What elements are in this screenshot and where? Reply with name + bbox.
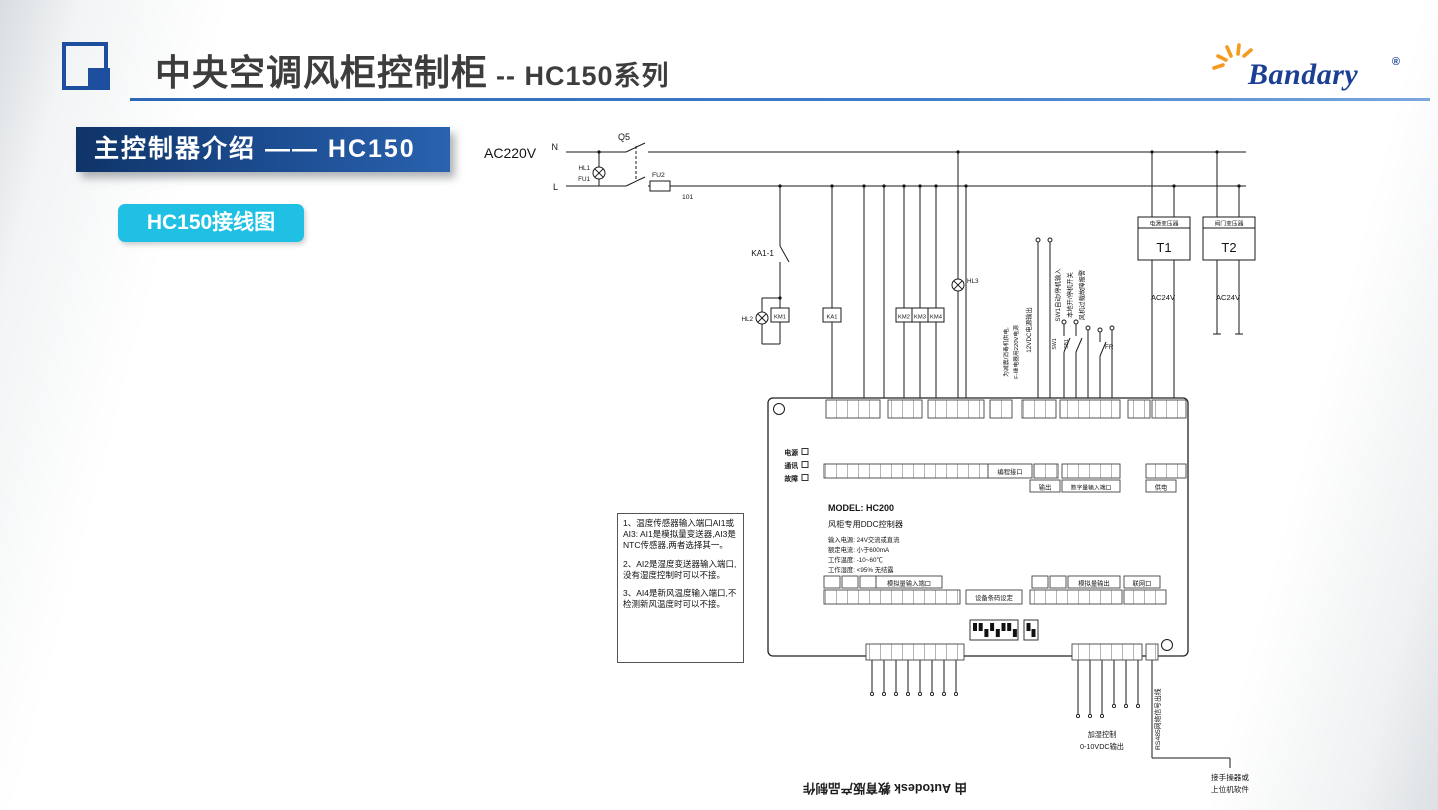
- fuse-fu2: [649, 180, 671, 192]
- hl3-label: HL3: [967, 278, 979, 285]
- logo-registered-mark: ®: [1391, 56, 1400, 68]
- transformer-t2: [1202, 227, 1256, 261]
- local-switch-label: 本地开/停机开关: [1065, 271, 1074, 318]
- humid-label-1: 加湿控制: [1088, 730, 1117, 739]
- header-rule: [130, 98, 1430, 101]
- t1-out-label: AC24V: [1151, 293, 1176, 302]
- t2-label: T2: [1221, 240, 1236, 255]
- t1-name-label: 电源变压器: [1150, 220, 1179, 228]
- coil-km1: [770, 307, 790, 323]
- group-barcode-label: 设备条码设定: [975, 593, 1013, 602]
- group-ai-label: 模拟量输入端口: [887, 579, 931, 588]
- model-label: MODEL: HC200: [828, 503, 894, 513]
- ka1-1-label: KA1-1: [751, 249, 774, 258]
- coil-km4: [927, 307, 945, 323]
- note-line-1: 1、温度传感器输入端口AI1或AI3: AI1是模拟量变送器,AI3是NTC传感…: [623, 518, 736, 551]
- shock-label-2: F-继电器用220V电源: [1012, 325, 1020, 379]
- bottom-labels: 加湿控制 0-10VDC输出 RS485网络信号出线 接手操器或 上位机软件 由…: [803, 688, 1250, 796]
- group-net-label: 联网口: [1133, 579, 1152, 588]
- note-line-2: 2、AI2是湿度变送器输入端口,没有湿度控制时可以不接。: [623, 558, 737, 580]
- led-power-label: 电源: [784, 448, 798, 457]
- logo-text: Bandary: [1248, 58, 1359, 91]
- diagram-labels: AC220V N L Q5 HL1 FU1 FU2 101 KA1-1 HL2 …: [484, 132, 1244, 379]
- brand-logo: Bandary ®: [1212, 43, 1402, 102]
- terminal-strips: [823, 399, 1187, 661]
- section-banner: 主控制器介绍 —— HC150: [76, 127, 450, 172]
- ka1-label: KA1: [827, 315, 838, 321]
- out-12vdc-label: 12VDC电源输出: [1024, 307, 1033, 353]
- wire-101-label: 101: [682, 194, 694, 201]
- sb1-label: SB1: [1064, 339, 1070, 349]
- t2-out-label: AC24V: [1216, 293, 1241, 302]
- q5-label: Q5: [618, 132, 630, 142]
- junction-dots: [597, 150, 1241, 300]
- notes-box: 1、温度传感器输入端口AI1或AI3: AI1是模拟量变送器,AI3是NTC传感…: [617, 513, 744, 663]
- spec-2: 额定电流: 小于600mA: [828, 545, 890, 554]
- km3-label: KM3: [914, 315, 926, 321]
- rs485-label: RS485网络信号出线: [1153, 688, 1162, 750]
- sw1-auto-label: SW1自动/停机输入: [1053, 268, 1062, 322]
- wiring-lines: [566, 142, 1246, 768]
- led-comm-label: 通讯: [784, 461, 798, 470]
- group-di-label: 数字量输入端口: [1071, 484, 1112, 492]
- header-deco-square-fill: [88, 68, 110, 90]
- header-deco-square-outline: [62, 42, 108, 90]
- km4-label: KM4: [930, 315, 943, 321]
- type-label: 风柜专用DDC控制器: [828, 519, 903, 529]
- km2-label: KM2: [898, 315, 910, 321]
- controller-labels: 电源 通讯 故障 编程接口 输出 数字量输入端口 供电 MODEL: HC200…: [784, 448, 1168, 602]
- km1-label: KM1: [774, 315, 786, 321]
- fan-alarm-label: 风机过载故障报警: [1077, 269, 1086, 320]
- t2-name-label: 阀门变压器: [1215, 220, 1244, 228]
- title-sub: -- HC150系列: [496, 61, 670, 91]
- led-fault-label: 故障: [784, 474, 798, 483]
- group-ao-label: 模拟量输出: [1078, 579, 1109, 588]
- spec-4: 工作湿度: <95% 无结露: [828, 565, 894, 574]
- autodesk-stamp: 由 Autodesk 教育版产品制作: [803, 781, 967, 796]
- spec-1: 输入电源: 24V交流或直流: [828, 535, 900, 544]
- coil-ka1: [822, 307, 842, 323]
- group-out-label: 输出: [1039, 483, 1052, 492]
- hl2-label: HL2: [741, 316, 753, 323]
- note-line-3: 3、AI4是新风温度输入端口,不检测新风温度时可以不接。: [623, 588, 737, 610]
- line-label: L: [553, 182, 558, 192]
- fu2-label: FU2: [652, 172, 665, 179]
- dip-toggles: [973, 623, 1036, 637]
- wire-ends: [869, 691, 1141, 719]
- title-main: 中央空调风柜控制柜: [155, 52, 489, 93]
- neutral-label: N: [552, 142, 559, 152]
- hl1-label: HL1: [578, 165, 590, 172]
- mount-hole-bottom: [1161, 639, 1173, 651]
- group-power-label: 供电: [1155, 483, 1168, 492]
- sw1-label: SW1: [1052, 338, 1058, 349]
- shock-label-1: 为减震/消毒机供电,: [1002, 327, 1010, 377]
- led-comm-square: [801, 461, 809, 468]
- led-fault-square: [801, 474, 809, 481]
- t1-label: T1: [1156, 240, 1171, 255]
- diagram-badge: HC150接线图: [118, 204, 304, 242]
- ac220v-label: AC220V: [484, 145, 537, 161]
- fu1-label: FU1: [578, 176, 590, 183]
- spec-3: 工作温度: -10~60℃: [828, 555, 883, 564]
- page-title: 中央空调风柜控制柜-- HC150系列: [155, 44, 670, 96]
- humid-label-2: 0-10VDC输出: [1080, 742, 1124, 751]
- transformer-t1: [1137, 227, 1191, 261]
- group-prog-label: 编程接口: [997, 467, 1022, 476]
- hand-label-1: 接手操器或: [1211, 772, 1249, 782]
- fr-label: FR: [1105, 344, 1114, 351]
- logo-sun-icon: [1212, 43, 1253, 70]
- mount-hole-top: [773, 403, 785, 415]
- dip-switch-block-2: [1023, 619, 1039, 641]
- hand-label-2: 上位机软件: [1211, 784, 1249, 794]
- led-power-square: [801, 448, 809, 455]
